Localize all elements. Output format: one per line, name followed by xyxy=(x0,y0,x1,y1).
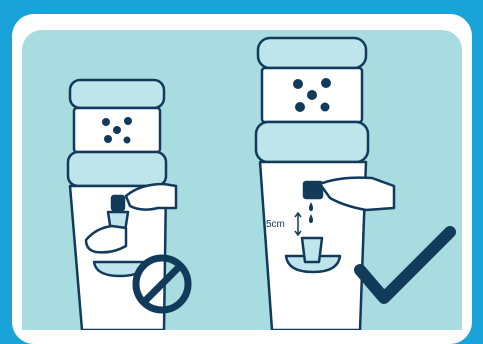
illustration-canvas: 5cm xyxy=(0,0,483,330)
left-bottle-top xyxy=(70,80,164,108)
left-bottle-bottom xyxy=(68,152,166,186)
distance-label: 5cm xyxy=(266,219,285,230)
left-tap xyxy=(112,196,124,210)
left-water-cooler xyxy=(68,80,176,330)
right-cup xyxy=(302,238,322,262)
right-bottle-bottom xyxy=(256,122,368,162)
right-bottle-top xyxy=(258,38,366,68)
checkmark-icon xyxy=(360,232,450,298)
